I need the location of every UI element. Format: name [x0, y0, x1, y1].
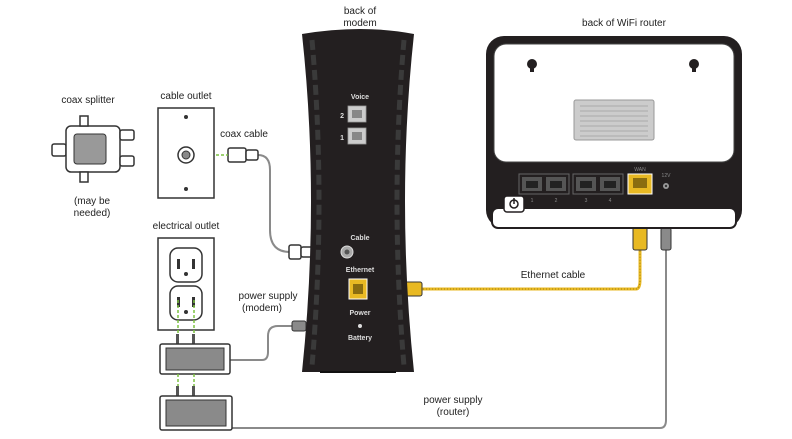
modem-power-port — [358, 324, 362, 328]
router-power-adapter — [159, 374, 233, 431]
modem-power-label: Power — [349, 310, 370, 317]
router-dc-port — [663, 183, 669, 189]
modem-cable-label: Cable — [350, 235, 369, 242]
coax-cable — [257, 154, 300, 253]
modem-power-adapter — [159, 334, 231, 375]
back-of-modem-label-1: back of — [344, 6, 376, 17]
router-lan-ports-a — [518, 173, 570, 195]
power-supply-router-label-2: (router) — [437, 407, 470, 418]
modem-ethernet-label: Ethernet — [346, 267, 375, 274]
router-lan4-label: 4 — [609, 198, 612, 204]
coax-cable-label: coax cable — [220, 129, 268, 140]
coax-splitter-label: coax splitter — [61, 95, 115, 106]
electrical-outlet-label: electrical outlet — [153, 221, 220, 232]
power-supply-router-label-1: power supply — [424, 395, 483, 406]
power-supply-modem-label-1: power supply — [239, 291, 298, 302]
router-lan1-label: 1 — [531, 198, 534, 204]
router-wan-port — [627, 173, 653, 195]
router-wan-label: WAN — [634, 167, 646, 173]
modem-ethernet-port — [348, 278, 368, 300]
modem-voice-ports — [347, 105, 367, 145]
router-lan2-label: 2 — [555, 198, 558, 204]
router-lan-ports-b — [572, 173, 624, 195]
wifi-router — [486, 36, 742, 229]
router-dc-label: 12V — [662, 173, 672, 179]
electrical-outlet — [157, 237, 215, 346]
modem-battery-label: Battery — [348, 335, 372, 342]
ethernet-cable-label: Ethernet cable — [521, 270, 586, 281]
back-of-router-label: back of WiFi router — [582, 18, 667, 29]
may-be-needed-label-2: needed) — [74, 208, 111, 219]
power-icon — [509, 198, 519, 209]
back-of-modem-label-2: modem — [343, 18, 376, 29]
modem-line2-label: 2 — [340, 113, 344, 120]
modem — [302, 29, 414, 373]
router-lan3-label: 3 — [585, 198, 588, 204]
modem-voice-label: Voice — [351, 94, 369, 101]
modem-cable-port — [340, 245, 354, 259]
modem-line1-label: 1 — [340, 135, 344, 142]
power-supply-modem-label-2: (modem) — [242, 303, 282, 314]
may-be-needed-label-1: (may be — [74, 196, 111, 207]
cable-outlet — [157, 107, 215, 199]
cable-outlet-label: cable outlet — [160, 91, 211, 102]
coax-splitter — [51, 115, 135, 183]
